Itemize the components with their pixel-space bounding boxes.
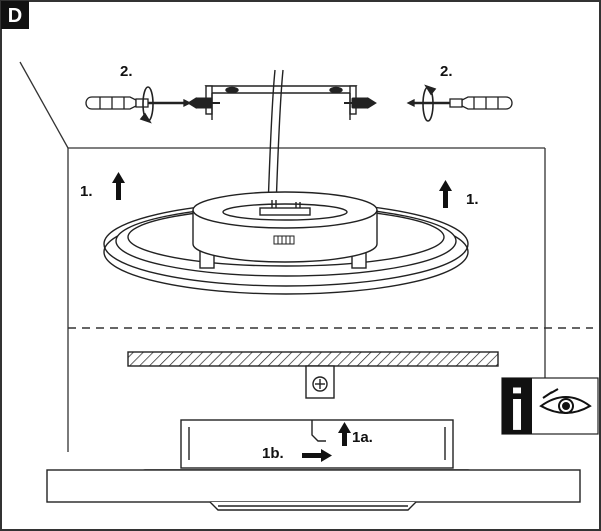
step-label-slide-vertical: 1a. [352, 429, 373, 446]
panel-letter: D [8, 5, 22, 27]
slide-arrow-vertical [338, 422, 351, 446]
step-label-slide-horizontal: 1b. [262, 445, 284, 462]
ceiling-perspective [19, 61, 546, 452]
info-badge: i [501, 377, 599, 443]
screw-left [187, 97, 220, 109]
rotate-arrow-left [139, 86, 154, 124]
slide-arrow-horizontal [302, 449, 332, 462]
up-arrow-right [439, 180, 452, 208]
screwdriver-right [406, 96, 513, 110]
ceiling-cross-section [127, 351, 499, 367]
screw-right [344, 97, 377, 109]
rotate-arrow-right [422, 84, 437, 122]
step-label-screw-right: 2. [440, 63, 453, 80]
up-arrow-left [112, 172, 125, 200]
eye-icon [539, 388, 592, 414]
mounting-plate [180, 419, 454, 469]
lamp-side-view [46, 469, 581, 511]
power-cable-edge [275, 69, 284, 209]
ceiling-lamp [103, 191, 469, 295]
power-cable [267, 69, 276, 209]
step-label-lift-right: 1. [466, 191, 479, 208]
info-letter: i [509, 378, 525, 443]
step-label-lift-left: 1. [80, 183, 93, 200]
panel-badge: D [1, 1, 29, 29]
step-label-screw-left: 2. [120, 63, 133, 80]
screwdriver-left [85, 96, 192, 110]
bracket-detail [305, 365, 335, 399]
